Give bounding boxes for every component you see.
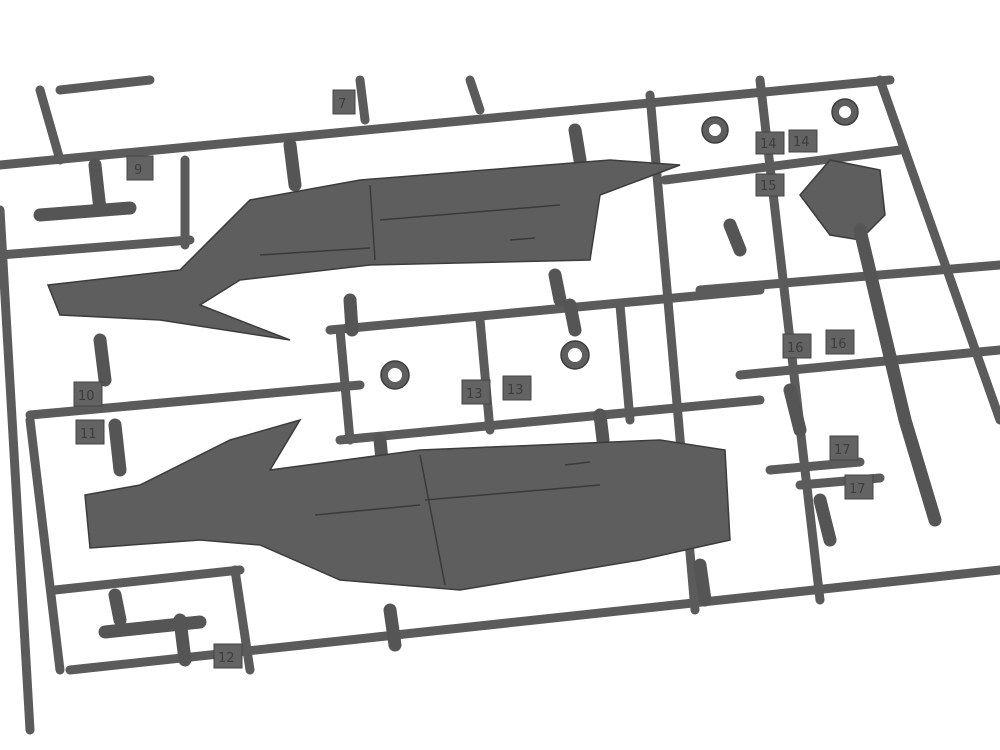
small-parts (33, 98, 942, 639)
part-number-7: 7 (338, 97, 346, 112)
part-number-17a: 17 (834, 443, 851, 458)
part-number-13a: 13 (466, 387, 483, 402)
fuselage-half-lower (84, 418, 731, 591)
part-number-15: 15 (760, 179, 777, 194)
part-number-10: 10 (78, 389, 95, 404)
sprue-gates (88, 123, 712, 667)
sprue-runners (0, 75, 1000, 735)
part-number-tabs: 7 9 10 11 12 13 13 14 14 15 16 16 17 17 (73, 89, 874, 669)
part-number-14b: 14 (793, 135, 810, 150)
part-number-16b: 16 (830, 337, 847, 352)
part-number-16a: 16 (787, 341, 804, 356)
fuselage-half-upper (46, 159, 681, 341)
part-number-9: 9 (134, 163, 142, 178)
part-number-11: 11 (80, 427, 97, 442)
part-number-12: 12 (218, 651, 235, 666)
part-number-14a: 14 (760, 137, 777, 152)
part-number-13b: 13 (507, 383, 524, 398)
part-number-17b: 17 (849, 482, 866, 497)
